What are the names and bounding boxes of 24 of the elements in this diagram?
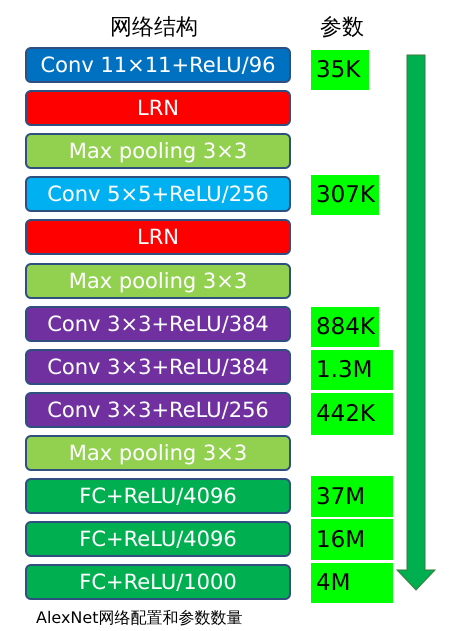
parameter-box: 884K (311, 307, 379, 347)
layer-box: Max pooling 3×3 (25, 434, 291, 471)
layer-box: Conv 3×3+ReLU/384 (25, 306, 291, 342)
layer-box: FC+ReLU/4096 (25, 478, 291, 514)
layer-box: FC+ReLU/4096 (25, 521, 291, 558)
layer-box: Conv 3×3+ReLU/384 (25, 348, 291, 385)
column-heading: 网络结构 (110, 14, 198, 42)
layer-box: Conv 11×11+ReLU/96 (25, 47, 291, 83)
parameter-box: 16M (311, 519, 393, 560)
caption: AlexNet网络配置和参数数量 (36, 608, 243, 629)
parameter-box: 442K (311, 393, 393, 435)
layer-box: Conv 3×3+ReLU/256 (25, 392, 291, 428)
parameter-box: 37M (311, 476, 393, 517)
parameter-box: 307K (311, 175, 379, 215)
layer-box: LRN (25, 90, 291, 126)
column-heading: 参数 (320, 14, 364, 42)
layer-box: LRN (25, 219, 291, 256)
parameter-box: 4M (311, 563, 393, 603)
layer-box: Conv 5×5+ReLU/256 (25, 176, 291, 212)
parameter-box: 35K (311, 50, 369, 90)
layer-box: Max pooling 3×3 (25, 262, 291, 298)
layer-box: FC+ReLU/1000 (25, 564, 291, 600)
layer-box: Max pooling 3×3 (25, 133, 291, 170)
parameter-box: 1.3M (311, 350, 393, 390)
